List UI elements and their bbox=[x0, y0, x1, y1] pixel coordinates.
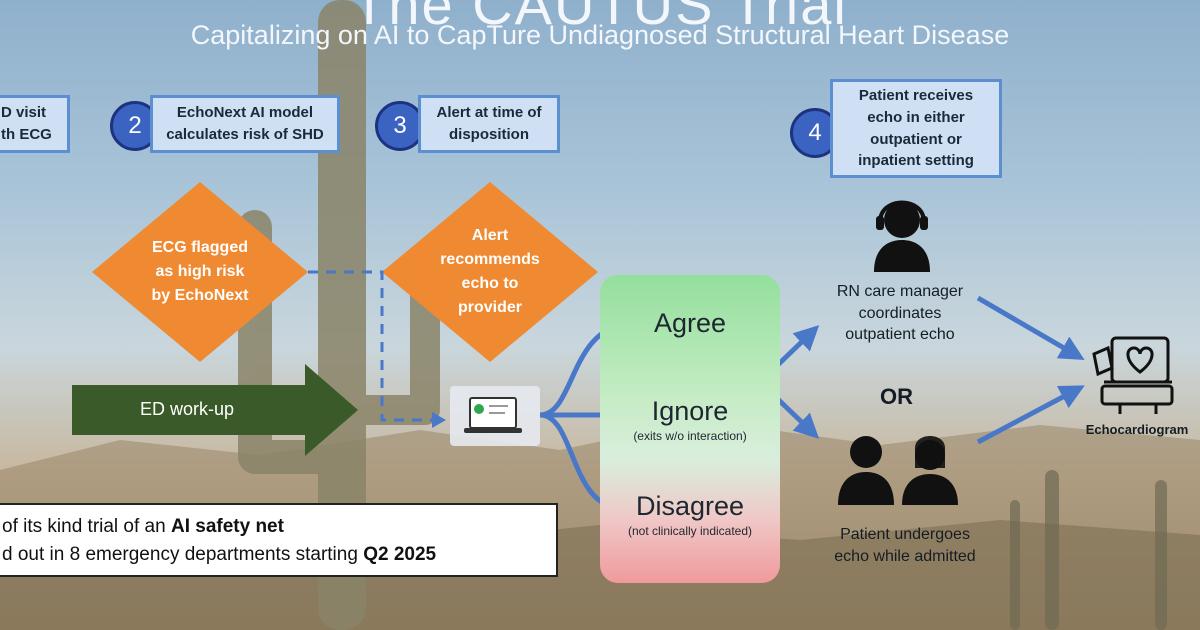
doctors-icon bbox=[838, 436, 958, 505]
admitted-caption: Patient undergoes echo while admitted bbox=[805, 524, 1005, 567]
echocardiogram-icon bbox=[1094, 338, 1172, 414]
headset-nurse-icon bbox=[874, 202, 930, 272]
trial-info-box: of its kind trial of an AI safety net d … bbox=[0, 503, 558, 577]
info-line-2: d out in 8 emergency departments startin… bbox=[0, 541, 556, 569]
info-line-1: of its kind trial of an AI safety net bbox=[0, 513, 556, 541]
echocardiogram-caption: Echocardiogram bbox=[1072, 421, 1200, 439]
rn-care-caption: RN care manager coordinates outpatient e… bbox=[810, 281, 990, 346]
or-label: OR bbox=[880, 384, 913, 410]
